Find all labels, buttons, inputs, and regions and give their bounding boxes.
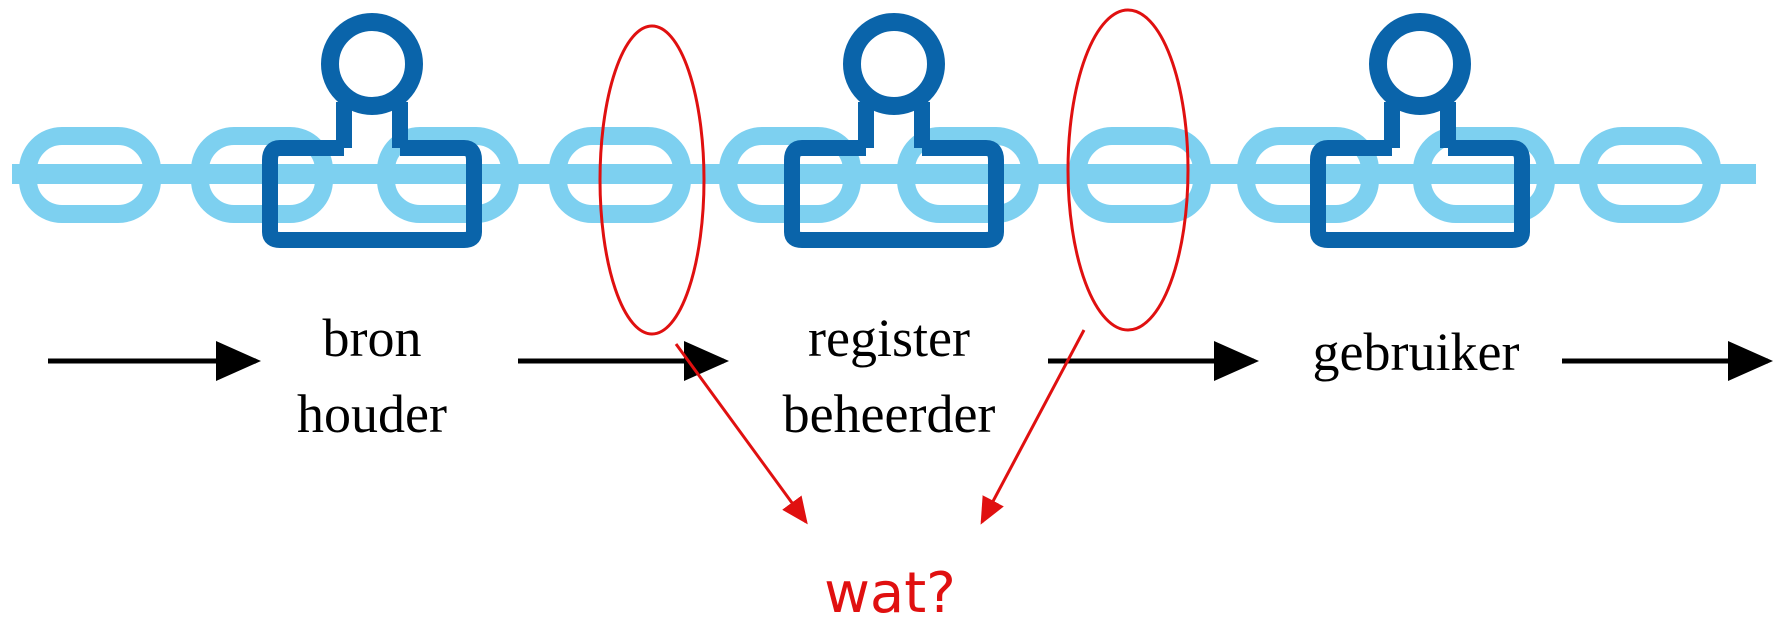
weak-link-ellipse-2: [1066, 8, 1190, 332]
chain-link-icon: [1579, 127, 1721, 223]
question-label: wat?: [824, 561, 956, 621]
question-arrow-2: [980, 329, 1086, 525]
role-label-user: gebruiker: [1313, 322, 1520, 382]
role-label-source-holder-line2: houder: [297, 384, 447, 444]
chain-link-icon: [1069, 127, 1211, 223]
person-icon: [784, 13, 1004, 248]
role-label-registry-manager-line2: beheerder: [783, 384, 996, 444]
chain-link-icon: [19, 127, 161, 223]
chain-link-icon: [897, 127, 1039, 223]
persons-group: [262, 13, 1530, 248]
question-arrow-1: [674, 343, 808, 525]
role-label-source-holder-line1: bron: [323, 308, 422, 368]
chain-link-icon: [1237, 127, 1379, 223]
role-labels: bron houder register beheerder gebruiker: [297, 308, 1519, 444]
weak-link-highlights: [598, 8, 1190, 336]
question-arrows: [674, 329, 1086, 525]
chain-link-icon: [1413, 127, 1555, 223]
chain-icon: [12, 127, 1756, 223]
person-icon: [1310, 13, 1530, 248]
chain-link-icon: [377, 127, 519, 223]
role-label-registry-manager-line1: register: [808, 308, 970, 368]
weak-link-ellipse-1: [598, 24, 706, 336]
person-icon: [262, 13, 482, 248]
chain-link-icon: [549, 127, 691, 223]
